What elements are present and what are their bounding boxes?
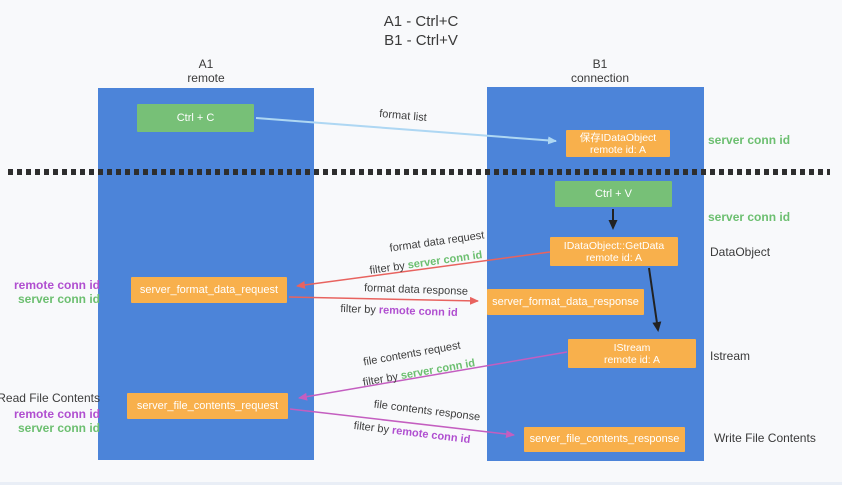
server-conn-id-text: server conn id xyxy=(399,357,477,383)
edge-label-format-data-response: format data response xyxy=(363,282,469,298)
node-save-idataobject: 保存IDataObject remote id: A xyxy=(566,130,670,157)
title-line-a1: A1 - Ctrl+C xyxy=(383,13,459,30)
dotted-divider xyxy=(8,169,830,175)
node-idataobject-getdata: IDataObject::GetData remote id: A xyxy=(550,237,678,266)
left-label-group-file: Read File Contents remote conn id server… xyxy=(0,391,100,435)
node-server-file-contents-request: server_file_contents_request xyxy=(127,393,288,419)
server-conn-id-text: server conn id xyxy=(406,249,484,272)
right-label-dataobject: DataObject xyxy=(710,245,771,259)
node-getdata-line2: remote id: A xyxy=(585,251,643,264)
node-save-idataobject-line1: 保存IDataObject xyxy=(579,131,657,144)
left-label-server-conn-id-mid: server conn id xyxy=(17,292,100,306)
node-getdata-line1: IDataObject::GetData xyxy=(563,239,665,252)
node-file-request-label: server_file_contents_request xyxy=(136,399,279,412)
left-label-read-file-contents: Read File Contents xyxy=(0,391,100,405)
node-format-response-label: server_format_data_response xyxy=(492,295,639,308)
left-label-remote-conn-id-bottom: remote conn id xyxy=(13,407,100,421)
left-label-server-conn-id-bottom: server conn id xyxy=(17,421,100,435)
lane-a1-role: remote xyxy=(187,71,225,85)
node-ctrl-c-label: Ctrl + C xyxy=(176,111,215,124)
left-label-group-format: remote conn id server conn id xyxy=(14,278,100,306)
node-ctrl-v-label: Ctrl + V xyxy=(595,187,632,200)
bottom-strip xyxy=(0,482,842,485)
node-ctrl-c: Ctrl + C xyxy=(137,104,254,132)
node-server-format-data-request: server_format_data_request xyxy=(131,277,287,303)
edge-label-format-list: format list xyxy=(378,107,428,125)
right-label-write-file-contents: Write File Contents xyxy=(714,431,816,445)
node-ctrl-v: Ctrl + V xyxy=(555,181,672,207)
lane-b1-name: B1 xyxy=(592,57,608,71)
filter-by-text: filter by xyxy=(353,419,393,437)
filter-by-text: filter by xyxy=(368,259,409,277)
node-server-format-data-response: server_format_data_response xyxy=(487,289,644,315)
lane-header-a1: A1 remote xyxy=(146,57,266,85)
right-label-istream: Istream xyxy=(710,349,751,363)
node-istream-line1: IStream xyxy=(613,341,651,354)
remote-conn-id-text: remote conn id xyxy=(378,304,458,320)
node-save-idataobject-line2: remote id: A xyxy=(589,143,647,156)
right-label-server-conn-id-top: server conn id xyxy=(708,133,791,147)
edge-label-format-data-response-filter: filter by remote conn id xyxy=(340,303,458,319)
node-file-response-label: server_file_contents_response xyxy=(529,433,680,445)
edge-label-file-contents-response-filter: filter by remote conn id xyxy=(353,420,471,446)
lane-b1-role: connection xyxy=(570,71,630,85)
node-format-request-label: server_format_data_request xyxy=(139,283,279,296)
right-label-server-conn-id-mid: server conn id xyxy=(708,210,791,224)
format-data-response-arrow xyxy=(288,296,479,305)
edge-label-file-contents-response: file contents response xyxy=(373,398,481,424)
node-istream: IStream remote id: A xyxy=(568,339,696,368)
lane-header-b1: B1 connection xyxy=(540,57,660,85)
lane-a1-name: A1 xyxy=(198,57,214,71)
remote-conn-id-text: remote conn id xyxy=(391,424,471,447)
left-label-remote-conn-id-mid: remote conn id xyxy=(13,278,100,292)
node-istream-line2: remote id: A xyxy=(603,353,661,366)
node-server-file-contents-response: server_file_contents_response xyxy=(524,427,685,452)
filter-by-text: filter by xyxy=(361,370,402,389)
diagram-title: A1 - Ctrl+C B1 - Ctrl+V xyxy=(0,12,842,50)
filter-by-text: filter by xyxy=(340,302,380,317)
edge-label-format-data-request-filter: filter by server conn id xyxy=(369,249,483,277)
title-line-b1: B1 - Ctrl+V xyxy=(384,32,458,49)
